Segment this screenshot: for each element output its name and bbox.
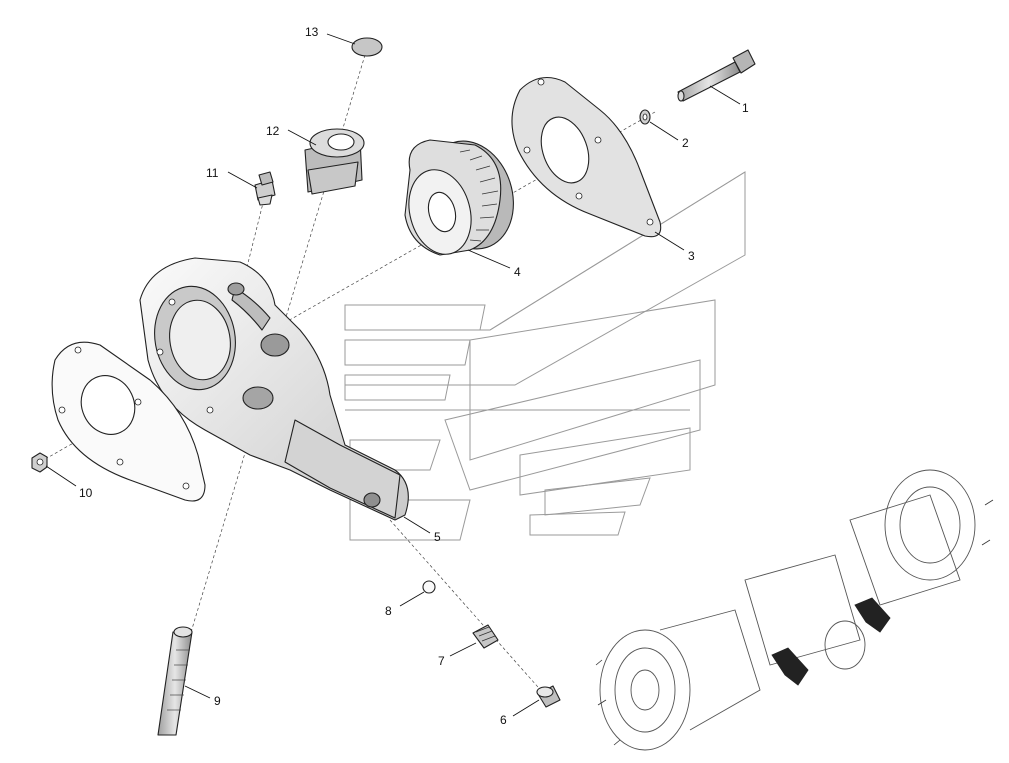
slack-adjuster-housing-part — [139, 257, 409, 521]
plug-part — [536, 685, 561, 708]
spring-part — [472, 624, 499, 649]
washer-part — [639, 109, 651, 125]
callout-2: 2 — [682, 136, 689, 150]
bolt-part — [677, 49, 756, 102]
watermark-logo — [344, 171, 746, 541]
callout-10: 10 — [79, 486, 93, 500]
axle-assembly-inset — [595, 469, 994, 751]
callout-7: 7 — [438, 654, 445, 668]
callout-13: 13 — [305, 25, 319, 39]
gasket-plate-part — [51, 341, 206, 502]
callout-5: 5 — [434, 530, 441, 544]
cover-plate-part — [511, 76, 662, 238]
ball-part — [422, 580, 436, 594]
callout-12: 12 — [266, 124, 280, 138]
callout-6: 6 — [500, 713, 507, 727]
callouts: 1 2 3 4 5 6 7 8 9 10 11 12 13 — [45, 25, 749, 727]
callout-11: 11 — [206, 166, 219, 180]
grease-nipple-part — [254, 171, 276, 206]
worm-shaft-part — [157, 626, 193, 736]
worm-gear-part — [404, 139, 514, 256]
nut-part — [31, 452, 48, 473]
cap-part — [351, 37, 383, 57]
callout-4: 4 — [514, 265, 521, 279]
callout-8: 8 — [385, 604, 392, 618]
bushing-part — [304, 128, 365, 195]
callout-1: 1 — [742, 101, 749, 115]
callout-3: 3 — [688, 249, 695, 263]
callout-9: 9 — [214, 694, 221, 708]
